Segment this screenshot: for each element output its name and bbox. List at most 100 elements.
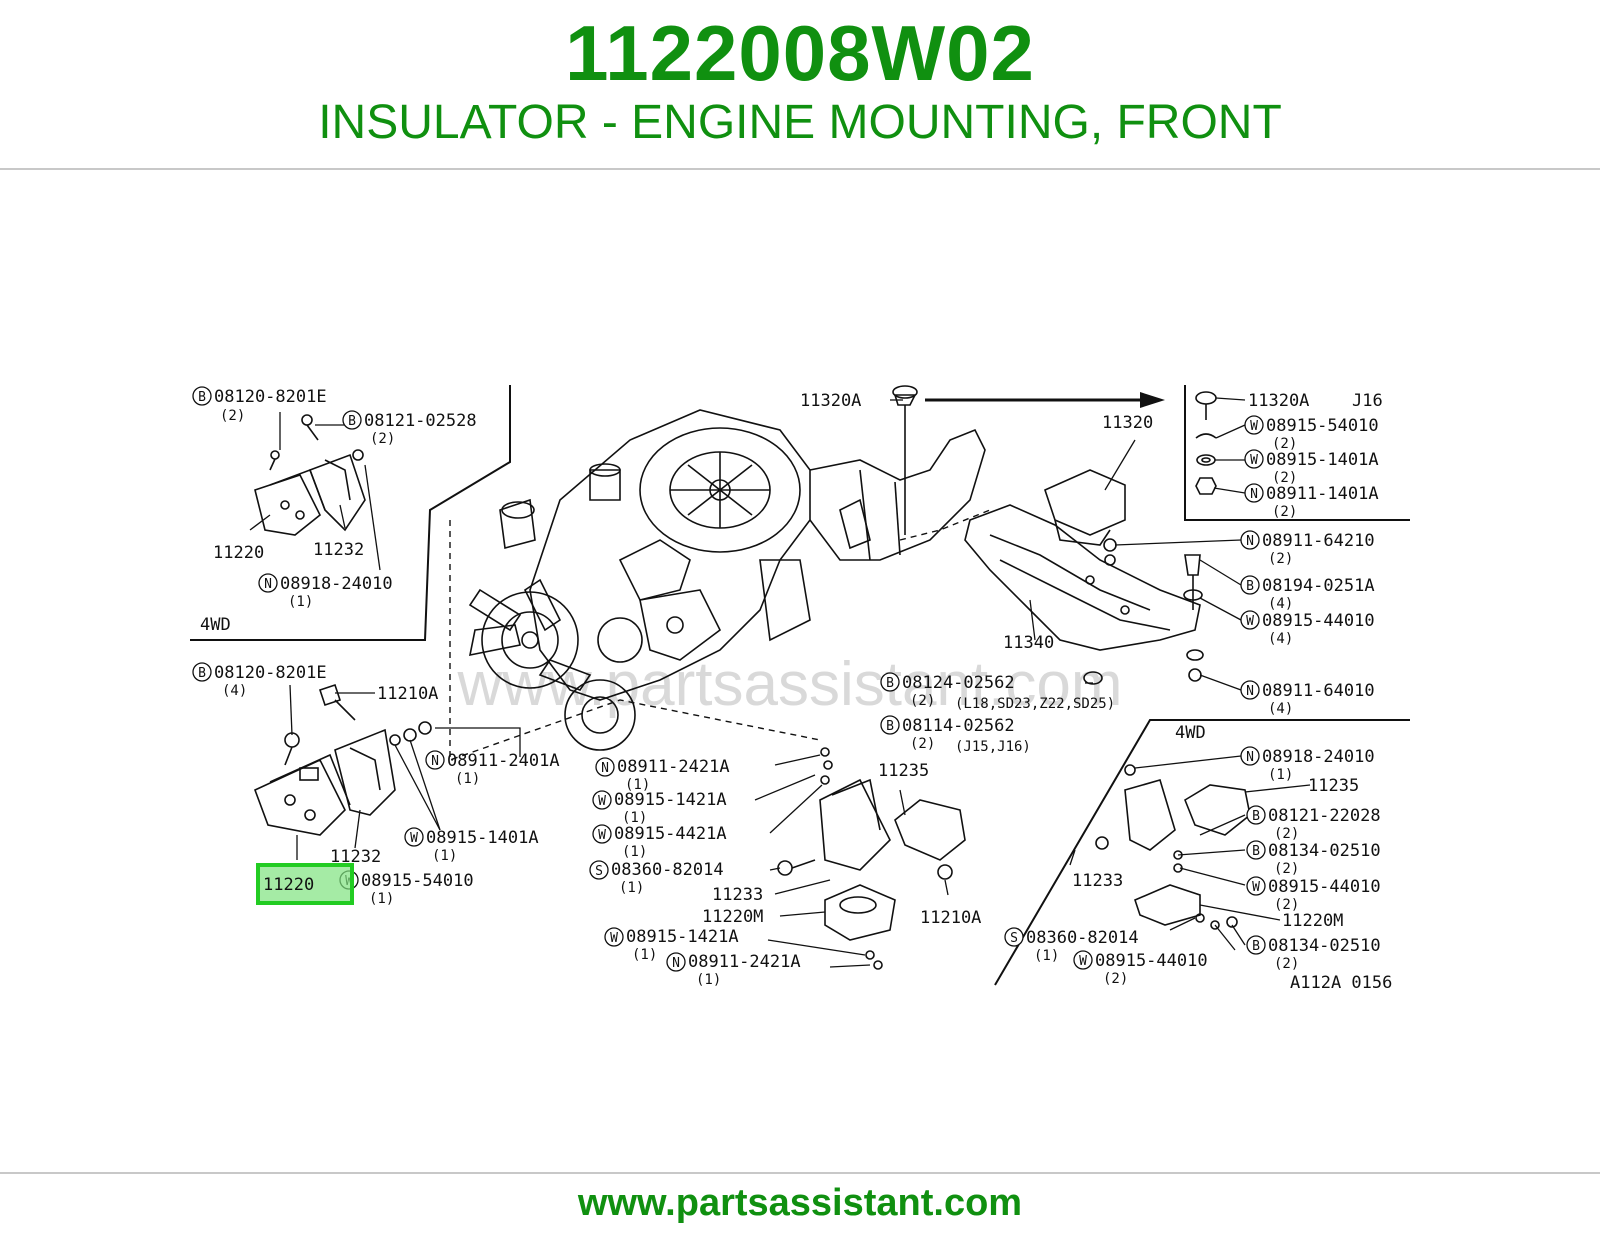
svg-text:(2): (2) bbox=[910, 693, 935, 709]
svg-text:N: N bbox=[1246, 750, 1254, 765]
svg-text:W: W bbox=[1250, 453, 1258, 468]
svg-text:N: N bbox=[672, 956, 680, 971]
svg-text:08911-2421A: 08911-2421A bbox=[688, 952, 801, 972]
svg-text:(2): (2) bbox=[1274, 826, 1299, 842]
svg-text:W: W bbox=[1079, 954, 1087, 969]
svg-text:(1): (1) bbox=[455, 771, 480, 787]
svg-text:08360-82014: 08360-82014 bbox=[611, 860, 724, 880]
svg-text:08915-1401A: 08915-1401A bbox=[1266, 450, 1379, 470]
svg-text:08915-1421A: 08915-1421A bbox=[614, 790, 727, 810]
svg-text:08124-02562: 08124-02562 bbox=[902, 673, 1015, 693]
svg-text:W: W bbox=[598, 828, 606, 843]
footer-url[interactable]: www.partsassistant.com bbox=[577, 1182, 1023, 1224]
header-divider bbox=[0, 168, 1600, 170]
part-labels: 08120-8201E (2) 08121-02528 (2) 11220 11… bbox=[200, 387, 1392, 993]
svg-text:B: B bbox=[1246, 579, 1254, 594]
svg-text:(L18,SD23,Z22,SD25): (L18,SD23,Z22,SD25) bbox=[955, 696, 1115, 712]
svg-text:(1): (1) bbox=[1034, 948, 1059, 964]
svg-text:(1): (1) bbox=[288, 594, 313, 610]
svg-text:B: B bbox=[198, 666, 206, 681]
svg-text:11210A: 11210A bbox=[377, 684, 438, 704]
leader-lines bbox=[249, 397, 1311, 968]
footer-divider bbox=[0, 1172, 1600, 1174]
svg-text:B: B bbox=[886, 719, 894, 734]
svg-text:08134-02510: 08134-02510 bbox=[1268, 841, 1381, 861]
svg-text:(1): (1) bbox=[632, 947, 657, 963]
svg-text:W: W bbox=[598, 794, 606, 809]
part-name-subtitle: INSULATOR - ENGINE MOUNTING, FRONT bbox=[318, 96, 1282, 149]
svg-text:(1): (1) bbox=[696, 972, 721, 988]
svg-text:08915-4421A: 08915-4421A bbox=[614, 824, 727, 844]
svg-text:11220: 11220 bbox=[213, 543, 264, 563]
svg-text:(2): (2) bbox=[910, 736, 935, 752]
svg-text:(4): (4) bbox=[1268, 596, 1293, 612]
svg-text:(J15,J16): (J15,J16) bbox=[955, 739, 1031, 755]
label: 08120-8201E bbox=[214, 387, 327, 407]
svg-text:08120-8201E: 08120-8201E bbox=[214, 663, 327, 683]
svg-text:11233: 11233 bbox=[712, 885, 763, 905]
svg-text:08194-0251A: 08194-0251A bbox=[1262, 576, 1375, 596]
svg-text:(2): (2) bbox=[1274, 861, 1299, 877]
svg-text:08134-02510: 08134-02510 bbox=[1268, 936, 1381, 956]
figure-code: A112A 0156 bbox=[1290, 973, 1392, 993]
svg-text:08911-64210: 08911-64210 bbox=[1262, 531, 1375, 551]
svg-text:08915-1401A: 08915-1401A bbox=[426, 828, 539, 848]
svg-text:(2): (2) bbox=[1274, 897, 1299, 913]
svg-text:11340: 11340 bbox=[1003, 633, 1054, 653]
svg-text:08915-44010: 08915-44010 bbox=[1095, 951, 1208, 971]
svg-text:08911-2421A: 08911-2421A bbox=[617, 757, 730, 777]
svg-text:W: W bbox=[1246, 614, 1254, 629]
svg-text:11220M: 11220M bbox=[702, 907, 763, 927]
svg-text:08114-02562: 08114-02562 bbox=[902, 716, 1015, 736]
svg-text:(1): (1) bbox=[619, 880, 644, 896]
svg-text:N: N bbox=[601, 761, 609, 776]
svg-text:N: N bbox=[1246, 534, 1254, 549]
svg-text:J16: J16 bbox=[1352, 391, 1383, 411]
svg-text:11320: 11320 bbox=[1102, 413, 1153, 433]
svg-text:11210A: 11210A bbox=[920, 908, 981, 928]
svg-text:(2): (2) bbox=[1274, 956, 1299, 972]
svg-text:08360-82014: 08360-82014 bbox=[1026, 928, 1139, 948]
marker-circles bbox=[192, 386, 1266, 972]
svg-text:11232: 11232 bbox=[313, 540, 364, 560]
svg-text:W: W bbox=[1250, 419, 1258, 434]
svg-text:B: B bbox=[198, 390, 206, 405]
svg-text:B: B bbox=[1252, 809, 1260, 824]
svg-text:11235: 11235 bbox=[1308, 776, 1359, 796]
svg-text:(2): (2) bbox=[1268, 551, 1293, 567]
svg-text:08911-1401A: 08911-1401A bbox=[1266, 484, 1379, 504]
svg-text:4WD: 4WD bbox=[200, 615, 231, 635]
engine-drawing bbox=[468, 409, 986, 751]
svg-text:08121-22028: 08121-22028 bbox=[1268, 806, 1381, 826]
ml-bracket-drawing bbox=[253, 683, 432, 836]
tl-bracket-drawing bbox=[254, 414, 366, 536]
svg-text:08915-44010: 08915-44010 bbox=[1268, 877, 1381, 897]
svg-text:08911-64010: 08911-64010 bbox=[1262, 681, 1375, 701]
svg-text:11232: 11232 bbox=[330, 847, 381, 867]
br-mount-drawing bbox=[1095, 764, 1251, 930]
svg-text:(4): (4) bbox=[1268, 631, 1293, 647]
svg-text:W: W bbox=[610, 931, 618, 946]
highlight-box-11220[interactable] bbox=[256, 863, 354, 905]
svg-text:11220M: 11220M bbox=[1282, 911, 1343, 931]
highlighted-part-label[interactable]: 11220 bbox=[263, 875, 314, 895]
svg-text:4WD: 4WD bbox=[1175, 723, 1206, 743]
svg-text:(1): (1) bbox=[622, 810, 647, 826]
dashed-leaders bbox=[449, 509, 991, 761]
svg-text:B: B bbox=[1252, 939, 1260, 954]
svg-text:08918-24010: 08918-24010 bbox=[1262, 747, 1375, 767]
svg-text:(2): (2) bbox=[220, 408, 245, 424]
svg-text:(2): (2) bbox=[370, 431, 395, 447]
svg-text:(1): (1) bbox=[432, 848, 457, 864]
crossmember-drawing bbox=[964, 469, 1204, 685]
svg-text:B: B bbox=[1252, 844, 1260, 859]
svg-text:(2): (2) bbox=[1103, 971, 1128, 987]
inset-hardware-drawing bbox=[1195, 391, 1217, 495]
arrow-to-inset bbox=[925, 392, 1165, 408]
section-dividers bbox=[190, 385, 1410, 986]
page-header: 1122008W02 INSULATOR - ENGINE MOUNTING, … bbox=[0, 0, 1600, 170]
svg-text:W: W bbox=[410, 831, 418, 846]
svg-text:(2): (2) bbox=[1272, 436, 1297, 452]
svg-text:(1): (1) bbox=[369, 891, 394, 907]
